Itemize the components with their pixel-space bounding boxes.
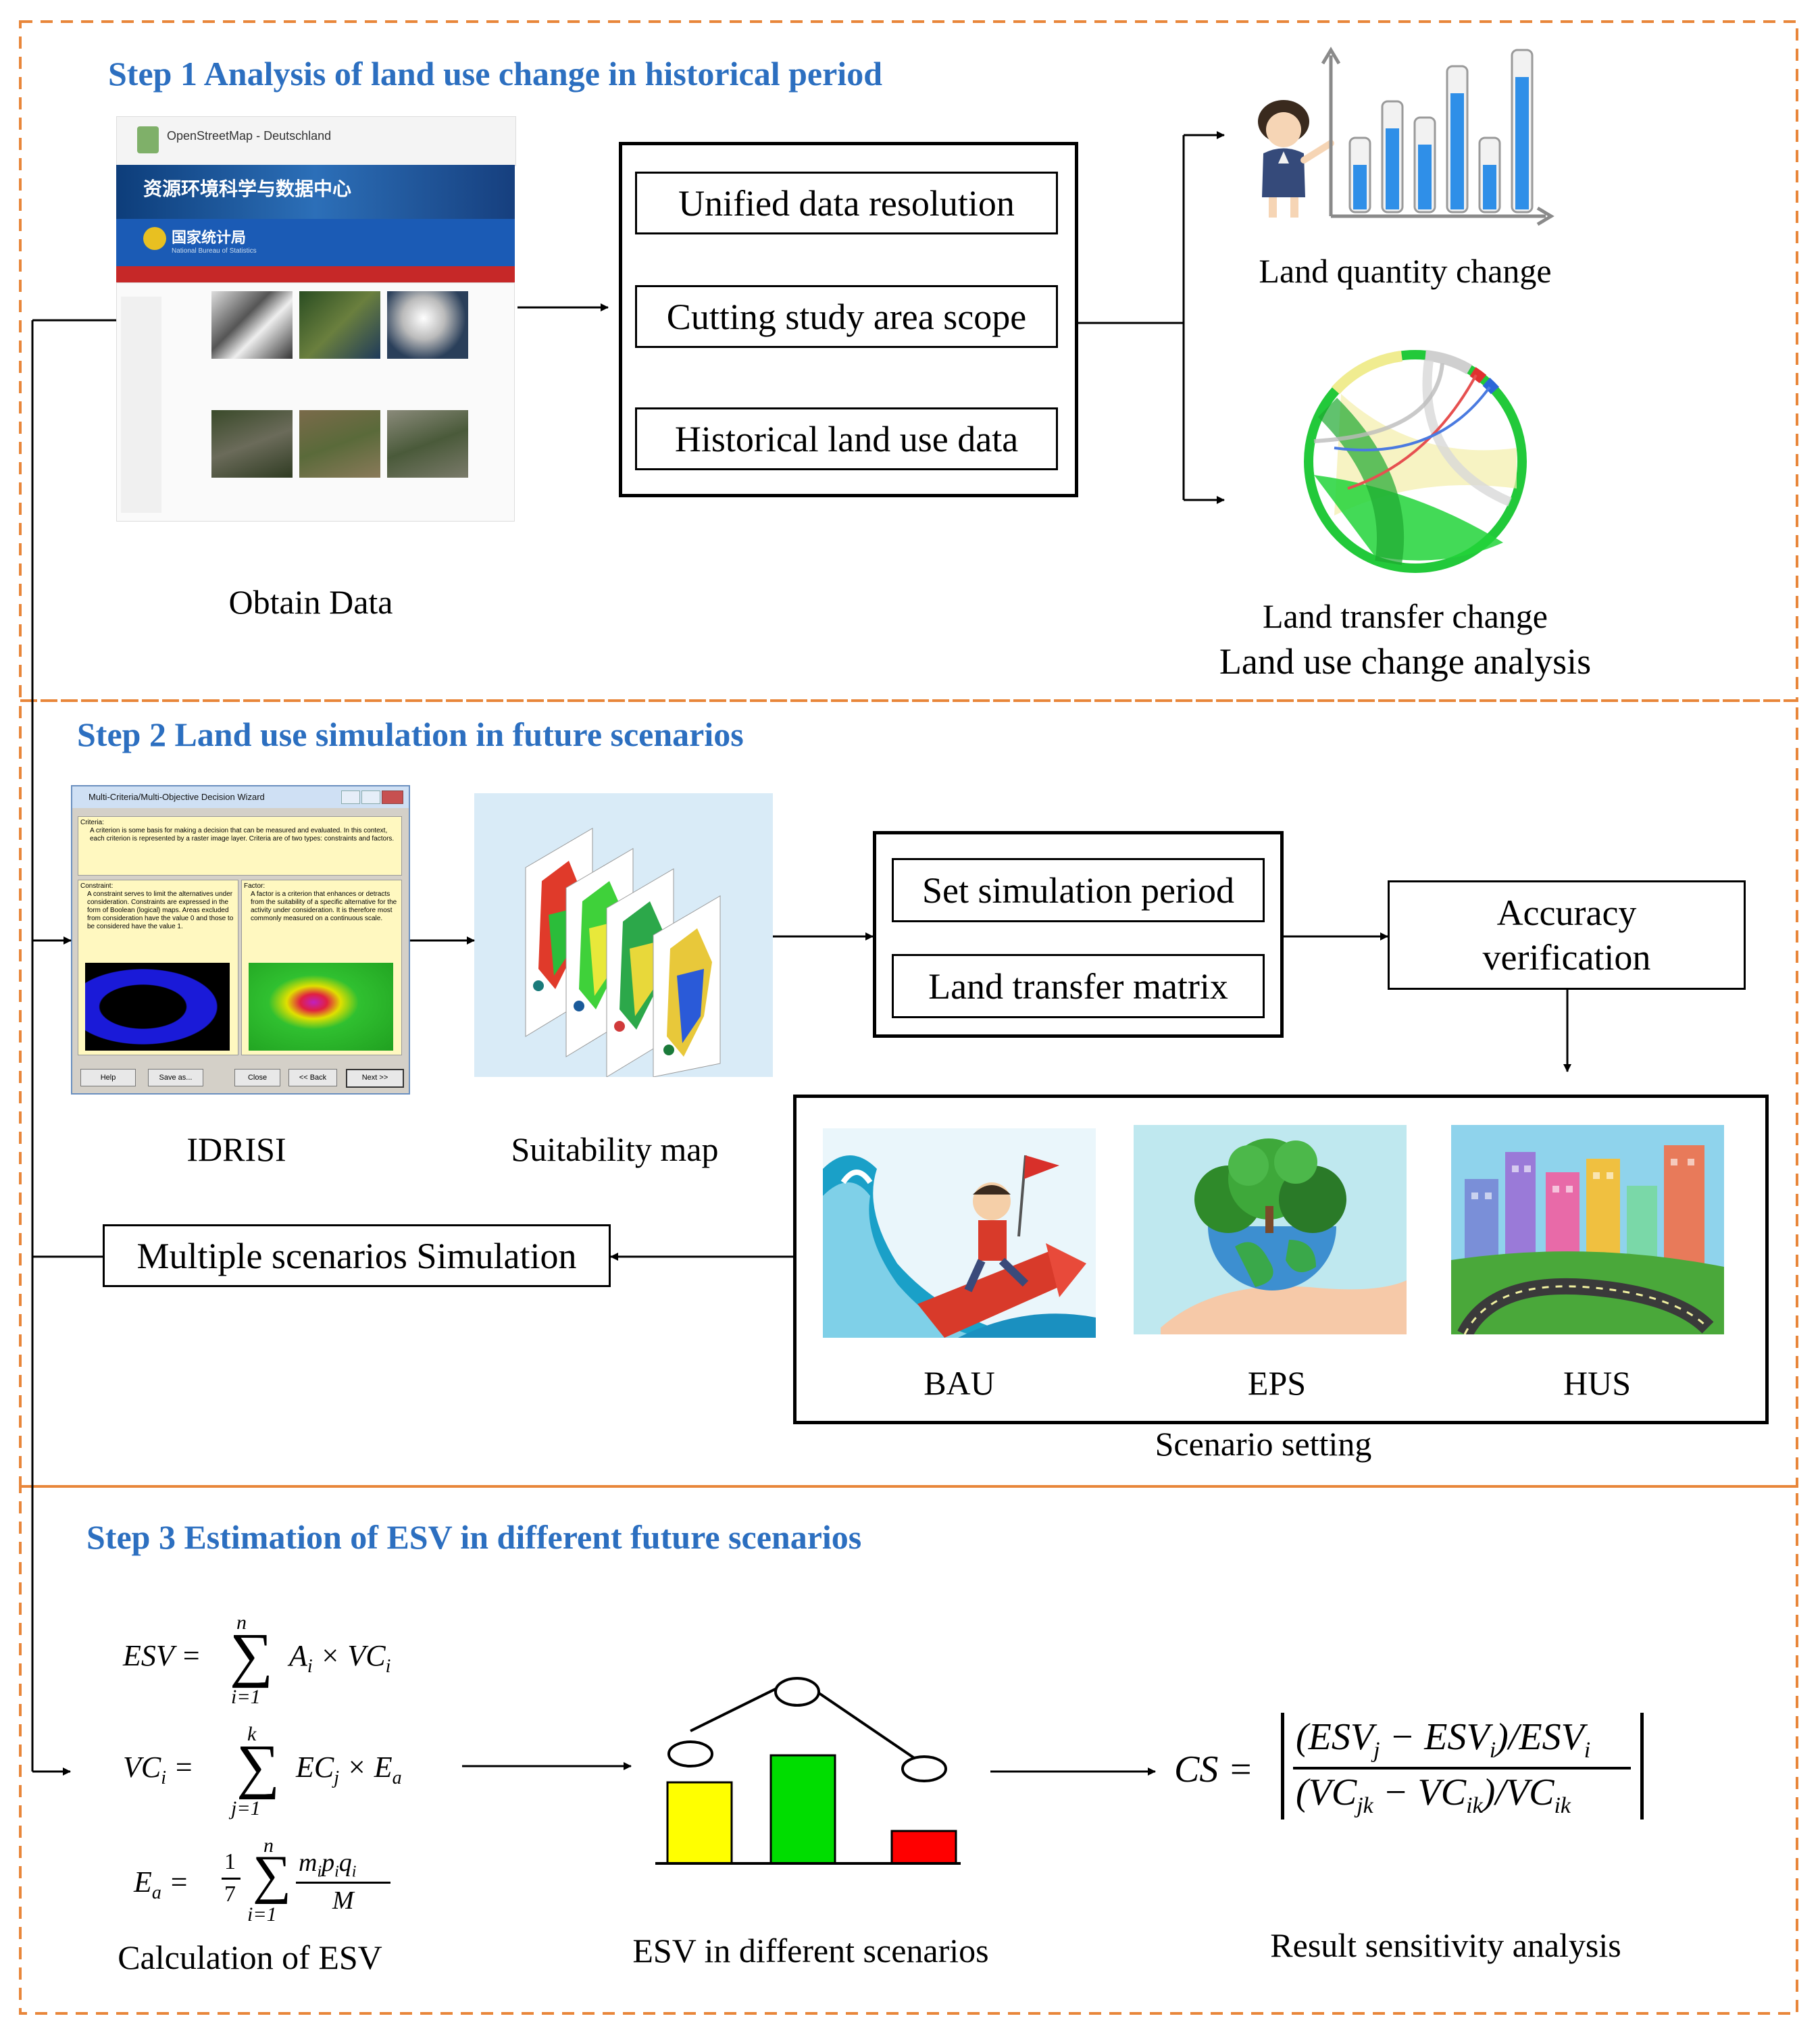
wizard-close-action-button[interactable]: Close [234,1069,280,1086]
data-sources-screenshot: OpenStreetMap - Deutschland 资源环境科学与数据中心 … [116,116,516,522]
esv-bar-3 [890,1830,957,1865]
nbs-subtitle: National Bureau of Statistics [172,247,257,255]
esv-scenario-chart [655,1677,961,1865]
bar-group [1348,49,1534,214]
accuracy-verification-box: Accuracy verification [1388,880,1746,990]
accuracy-line-1: Accuracy [1496,893,1637,933]
presenter-figure [1258,100,1334,218]
bar-3 [1418,145,1432,209]
satellite-thumb-3 [387,291,468,359]
wizard-next-button[interactable]: Next >> [346,1069,404,1088]
step1-frame [19,20,1798,702]
satellite-thumb-6 [387,410,468,478]
land-quantity-label: Land quantity change [1259,252,1552,290]
criteria-text: A criterion is some basis for making a d… [90,827,395,843]
step3-frame [19,1485,1798,2015]
nbs-emblem-icon [143,227,166,250]
factor-map [249,963,393,1051]
eps-illustration [1134,1125,1407,1334]
wizard-title: Multi-Criteria/Multi-Objective Decision … [89,792,265,802]
unified-resolution-box: Unified data resolution [635,172,1058,234]
step2-frame [19,699,1798,1488]
step3-title: Step 3 Estimation of ESV in different fu… [86,1518,862,1556]
satellite-thumb-5 [299,410,380,478]
step2-title: Step 2 Land use simulation in future sce… [77,716,744,753]
bar-4 [1450,93,1464,209]
wizard-back-button[interactable]: << Back [288,1069,337,1086]
satellite-thumb-1 [211,291,293,359]
resource-center-banner: 资源环境科学与数据中心 [143,178,352,200]
calc-esv-label: Calculation of ESV [118,1938,382,1976]
wizard-saveas-button[interactable]: Save as... [148,1069,203,1086]
constraint-heading: Constraint: [80,882,113,890]
hus-label: HUS [1563,1364,1632,1402]
esv-bar-1 [666,1781,733,1865]
constraint-text: A constraint serves to limit the alterna… [87,890,234,930]
bar-6 [1515,77,1529,209]
scenario-setting-label: Scenario setting [1155,1425,1372,1463]
osm-logo-icon [137,126,159,153]
accuracy-line-2: verification [1482,937,1651,978]
cutting-scope-box: Cutting study area scope [635,285,1058,348]
land-quantity-chart [1258,47,1554,226]
suitability-map-stack [474,793,773,1077]
esv-bar-group [666,1754,957,1865]
sensitivity-label: Result sensitivity analysis [1270,1926,1621,1964]
satellite-thumb-4 [211,410,293,478]
nbs-title: 国家统计局 [172,230,247,247]
land-transfer-chord [1304,350,1527,573]
land-transfer-matrix-box: Land transfer matrix [892,954,1265,1018]
suitability-label: Suitability map [511,1130,719,1168]
obtain-data-label: Obtain Data [228,583,393,621]
constraint-map [85,963,230,1051]
simulation-period-box: Set simulation period [892,858,1265,922]
idrisi-wizard-window: Multi-Criteria/Multi-Objective Decision … [71,785,410,1095]
bar-2 [1386,128,1399,209]
esv-bar-2 [769,1754,836,1865]
bau-illustration [823,1128,1096,1338]
bar-1 [1353,165,1367,209]
idrisi-label: IDRISI [186,1130,286,1168]
land-transfer-label: Land transfer change [1263,597,1548,635]
historical-data-box: Historical land use data [635,407,1058,470]
step1-title: Step 1 Analysis of land use change in hi… [108,55,882,93]
esv-scenarios-label: ESV in different scenarios [632,1932,989,1969]
factor-text: A factor is a criterion that enhances or… [251,890,397,922]
wizard-help-button[interactable]: Help [80,1069,136,1086]
hus-illustration [1451,1125,1724,1334]
bau-label: BAU [924,1364,995,1402]
satellite-thumb-2 [299,291,380,359]
factor-heading: Factor: [244,882,266,890]
bar-5 [1483,165,1496,209]
wizard-maximize-button[interactable] [361,790,380,804]
multiple-scenarios-box: Multiple scenarios Simulation [103,1224,611,1287]
cs-formula: CS = (ESVj − ESVi)/ESVi (VCjk − VCik)/VC… [1167,1713,1654,1828]
land-use-analysis-label: Land use change analysis [1219,641,1592,682]
wizard-minimize-button[interactable] [341,790,360,804]
criteria-heading: Criteria: [80,819,105,826]
osm-title: OpenStreetMap - Deutschland [167,129,332,143]
eps-label: EPS [1247,1364,1307,1402]
esv-formulas: ESV = n ∑ i=1 Ai × VCi VCi = k ∑ j=1 ECj… [123,1611,402,1926]
wizard-close-button[interactable] [382,790,403,804]
